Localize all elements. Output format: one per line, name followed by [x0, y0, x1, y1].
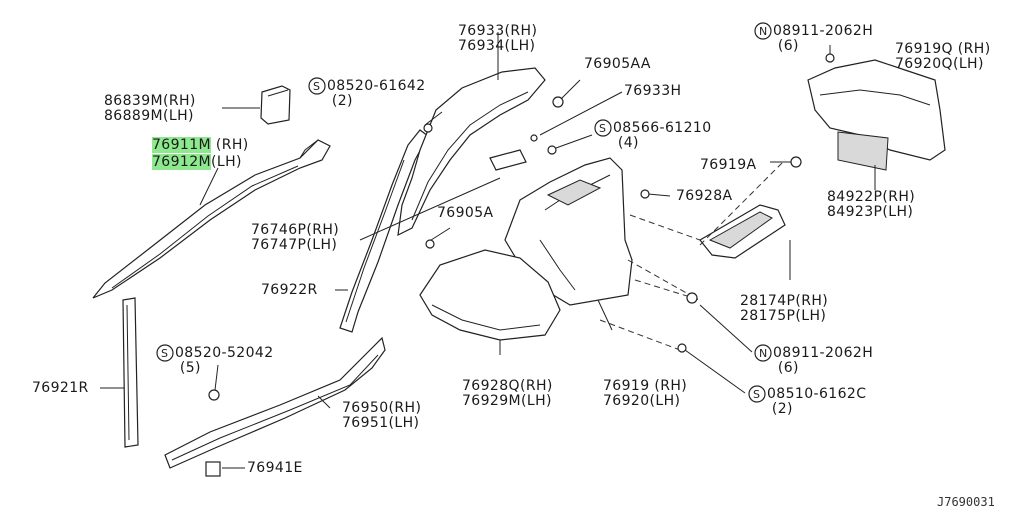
s-symbol-text: S: [313, 80, 320, 93]
label-76746p: 76746P(RH) 76747P(LH): [251, 222, 340, 253]
label-76919a: 76919A: [700, 157, 757, 173]
rear-pillar-trim: [397, 32, 546, 237]
label-76928q: 76928Q(RH) 76929M(LH): [462, 378, 553, 409]
highlight-76912m: 76912M: [152, 154, 212, 170]
s-symbol-08520-61642: [308, 77, 326, 95]
label-08911-mid: 08911-2062H (6): [773, 345, 874, 376]
svg-text:S: S: [161, 347, 168, 360]
label-76919q: 76919Q (RH) 76920Q(LH): [895, 41, 991, 72]
label-76921r: 76921R: [32, 380, 89, 396]
center-pillar-trim: [339, 129, 429, 333]
label-86839m: 86839M(RH) 86889M(LH): [104, 93, 196, 124]
label-76933: 76933(RH) 76934(LH): [458, 23, 538, 54]
label-08520-61642: 08520-61642 (2): [327, 78, 426, 109]
label-76912m: 76912M(LH): [152, 154, 242, 170]
label-28174p: 28174P(RH) 28175P(LH): [740, 293, 829, 324]
highlight-76911m: 76911M: [152, 137, 212, 153]
label-76950: 76950(RH) 76951(LH): [342, 400, 422, 431]
svg-text:N: N: [759, 25, 767, 38]
svg-text:S: S: [599, 122, 606, 135]
tire-house-cover: [419, 249, 561, 355]
n-symbol-mid: [754, 344, 772, 362]
diagram-code: J7690031: [937, 495, 995, 509]
label-84922p: 84922P(RH) 84923P(LH): [827, 189, 916, 220]
grille: [699, 204, 786, 259]
clip-86839: [222, 85, 291, 125]
label-76919: 76919 (RH) 76920(LH): [603, 378, 688, 409]
kicking-plate: [164, 336, 386, 469]
label-76928a: 76928A: [676, 188, 733, 204]
label-76905a: 76905A: [437, 205, 494, 221]
label-76905aa: 76905AA: [584, 56, 651, 72]
label-08566-61210: 08566-61210 (4): [613, 120, 712, 151]
s-symbol-08510-6162c: [748, 385, 766, 403]
label-76911m: 76911M (RH): [152, 137, 249, 153]
s-symbol-08520-52042: [156, 344, 174, 362]
label-08520-52042: 08520-52042 (5): [175, 345, 274, 376]
label-76941e: 76941E: [247, 460, 303, 476]
lower-pillar-garnish: [122, 297, 139, 448]
label-76933h: 76933H: [624, 83, 682, 99]
svg-text:N: N: [759, 347, 767, 360]
label-76922r: 76922R: [261, 282, 318, 298]
svg-text:S: S: [753, 388, 760, 401]
label-08510-6162c: 08510-6162C (2): [767, 386, 867, 417]
label-08911-top: 08911-2062H (6): [773, 23, 874, 54]
guide-lines: [599, 159, 786, 351]
luggage-side-trim: [807, 59, 946, 171]
fasteners: [205, 53, 835, 477]
leader-lines: [100, 45, 876, 469]
s-symbol-08566-61210: [594, 119, 612, 137]
n-symbol-top: [754, 22, 772, 40]
a-pillar-trim: [92, 139, 331, 299]
spec-symbols: S S N N S S: [156, 22, 772, 403]
